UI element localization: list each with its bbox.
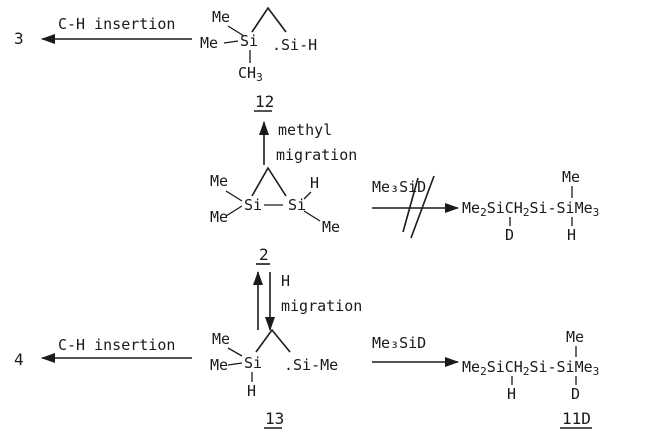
label-methyl: methyl [278, 121, 332, 139]
blocked-product: Me2SiCH2Si-SiMe3 Me D H [462, 168, 599, 244]
bond [303, 210, 321, 222]
compound-number-4: 4 [14, 350, 24, 369]
methyl-ch3: CH3 [238, 64, 263, 84]
bond [227, 347, 243, 357]
label-h: H [281, 272, 290, 290]
deuterium-atom: D [571, 385, 580, 403]
bond [303, 191, 312, 200]
methyl-label: Me [200, 34, 218, 52]
bridge-bonds [251, 6, 287, 33]
silicon-atom: Si [244, 196, 262, 214]
bond [227, 25, 245, 37]
label-ch-insertion-bottom: C-H insertion [58, 336, 175, 354]
bridge-bonds [251, 166, 287, 197]
hydrogen-atom: H [247, 382, 256, 400]
methyl-label: Me [212, 8, 230, 26]
label-ch-insertion-top: C-H insertion [58, 15, 175, 33]
product-formula: Me2SiCH2Si-SiMe3 [462, 199, 599, 219]
compound-number-11d: 11D [562, 409, 591, 428]
methyl-label: Me [210, 356, 228, 374]
label-migration-bottom: migration [281, 297, 362, 315]
structure-12: Me Me Si CH3 .Si-H 12 [200, 6, 317, 112]
bond [225, 205, 243, 217]
compound-number-13: 13 [265, 409, 284, 428]
silicon-atom: Si [240, 32, 258, 50]
silylene-si-h: .Si-H [272, 36, 317, 54]
hydrogen-atom: H [507, 385, 516, 403]
structure-13: Me Me Si H .Si-Me 13 [210, 328, 338, 429]
product-11d: Me2SiCH2Si-SiMe3 Me H D 11D [462, 328, 599, 429]
product-formula: Me2SiCH2Si-SiMe3 [462, 358, 599, 378]
bond [223, 40, 239, 44]
methyl-label: Me [210, 172, 228, 190]
label-migration-top: migration [276, 146, 357, 164]
strike-line [410, 175, 435, 239]
strike-line [402, 177, 419, 233]
silylene-si-me: .Si-Me [284, 356, 338, 374]
compound-number-2: 2 [259, 245, 269, 264]
reagent-me3sid-bottom: Me₃SiD [372, 334, 426, 352]
structure-2: Me Me Si Si H Me 2 [210, 166, 340, 265]
methyl-label: Me [562, 168, 580, 186]
bond [227, 362, 243, 366]
compound-number-3: 3 [14, 29, 24, 48]
bridge-bonds [255, 328, 291, 353]
methyl-label: Me [210, 208, 228, 226]
methyl-label: Me [322, 218, 340, 236]
methyl-label: Me [212, 330, 230, 348]
silicon-atom: Si [244, 354, 262, 372]
hydrogen-atom: H [310, 174, 319, 192]
bond [225, 190, 243, 202]
hydrogen-atom: H [567, 226, 576, 244]
deuterium-atom: D [505, 226, 514, 244]
reagent-me3sid-top: Me₃SiD [372, 178, 426, 196]
compound-number-12: 12 [255, 92, 274, 111]
methyl-label: Me [566, 328, 584, 346]
silicon-atom: Si [288, 196, 306, 214]
